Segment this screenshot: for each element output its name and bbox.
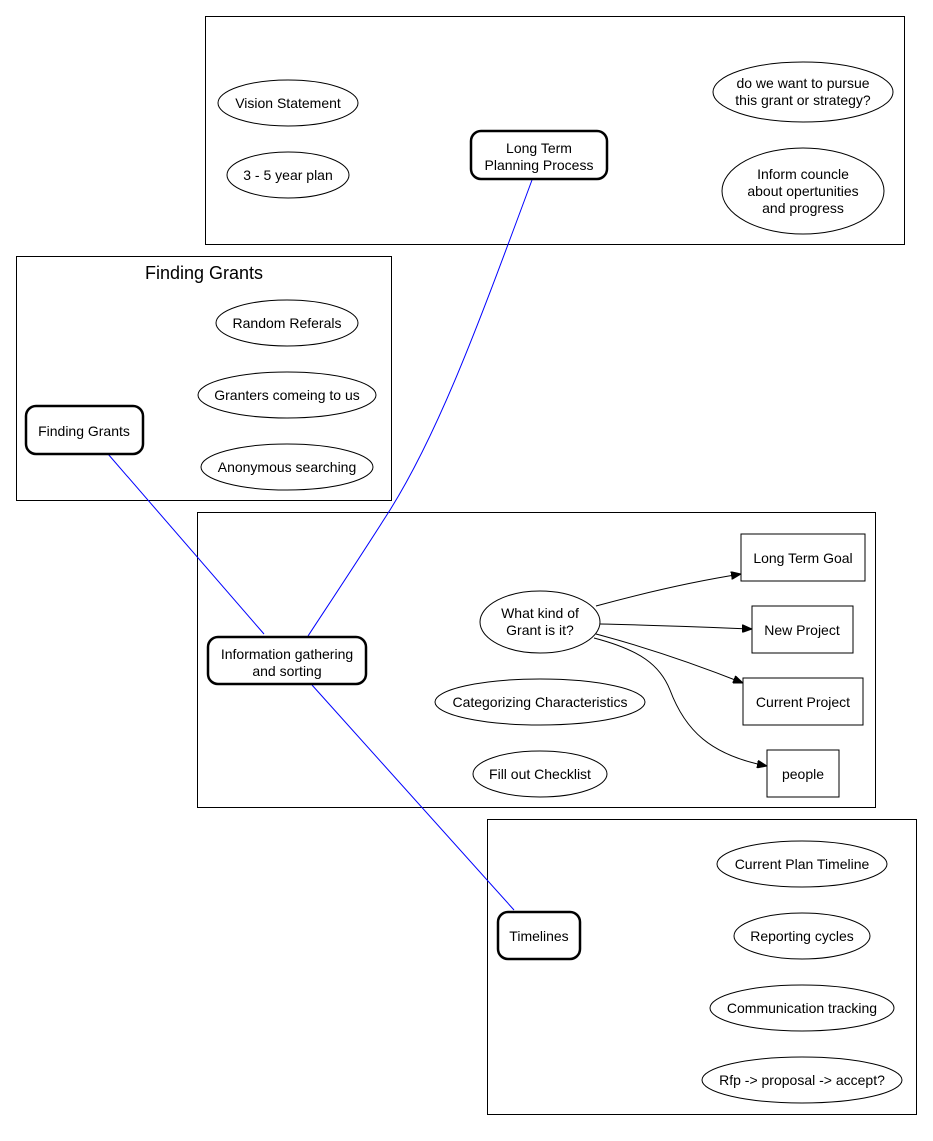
people-node[interactable]: people xyxy=(766,749,840,798)
pursue-grant-label-line-2: this grant or strategy? xyxy=(735,92,871,108)
fill-out-checklist-node[interactable]: Fill out Checklist xyxy=(472,750,608,798)
granters-coming-label: Granters comeing to us xyxy=(214,387,360,403)
finding-grants-hub-node[interactable]: Finding Grants xyxy=(24,404,145,456)
planning-hub-label-line-1: Long Term xyxy=(506,140,572,156)
arrow-to-current-project xyxy=(595,633,743,683)
grant-kind-question-label-line-1: What kind of xyxy=(501,605,579,621)
arrow-to-long-term-goal xyxy=(595,574,741,607)
info-gathering-hub-label-line-2: and sorting xyxy=(252,663,321,679)
categorizing-characteristics-node[interactable]: Categorizing Characteristics xyxy=(434,678,646,726)
fill-out-checklist-label: Fill out Checklist xyxy=(489,766,591,782)
five-year-plan-node[interactable]: 3 - 5 year plan xyxy=(226,151,350,199)
pursue-grant-node[interactable]: do we want to pursue this grant or strat… xyxy=(712,61,894,123)
inform-council-label-line-2: about opertunities xyxy=(747,183,858,199)
current-plan-timeline-node[interactable]: Current Plan Timeline xyxy=(716,840,888,888)
people-label: people xyxy=(782,766,824,782)
granters-coming-node[interactable]: Granters comeing to us xyxy=(197,371,377,419)
new-project-label: New Project xyxy=(764,622,840,638)
vision-statement-node[interactable]: Vision Statement xyxy=(217,79,359,127)
anonymous-searching-label: Anonymous searching xyxy=(218,459,357,475)
long-term-goal-node[interactable]: Long Term Goal xyxy=(740,533,866,582)
grant-kind-question-node[interactable]: What kind of Grant is it? xyxy=(479,590,601,654)
cluster-info-frame xyxy=(197,512,876,808)
finding-grants-hub-label: Finding Grants xyxy=(38,423,130,439)
new-project-node[interactable]: New Project xyxy=(751,605,854,654)
communication-tracking-label: Communication tracking xyxy=(727,1000,877,1016)
reporting-cycles-node[interactable]: Reporting cycles xyxy=(733,912,871,960)
random-referrals-label: Random Referals xyxy=(233,315,342,331)
cluster-timelines-frame xyxy=(487,819,917,1115)
long-term-goal-label: Long Term Goal xyxy=(753,550,852,566)
communication-tracking-node[interactable]: Communication tracking xyxy=(709,984,895,1032)
inform-council-label-line-3: and progress xyxy=(762,200,844,216)
reporting-cycles-label: Reporting cycles xyxy=(750,928,854,944)
categorizing-characteristics-label: Categorizing Characteristics xyxy=(452,694,627,710)
anonymous-searching-node[interactable]: Anonymous searching xyxy=(200,443,374,491)
grant-kind-question-label-line-2: Grant is it? xyxy=(506,622,574,638)
planning-hub-label-line-2: Planning Process xyxy=(485,157,594,173)
rfp-proposal-accept-node[interactable]: Rfp -> proposal -> accept? xyxy=(701,1056,903,1104)
timelines-hub-label: Timelines xyxy=(509,928,568,944)
cluster-finding-frame xyxy=(16,256,392,501)
timelines-hub-node[interactable]: Timelines xyxy=(496,910,582,961)
vision-statement-label: Vision Statement xyxy=(235,95,341,111)
finding-grants-cluster-title: Finding Grants xyxy=(145,263,263,283)
rfp-proposal-accept-label: Rfp -> proposal -> accept? xyxy=(719,1072,885,1088)
edge-planning-to-info xyxy=(307,179,533,637)
cluster-planning-frame xyxy=(205,16,905,245)
current-project-label: Current Project xyxy=(756,694,850,710)
planning-hub-node[interactable]: Long Term Planning Process xyxy=(469,129,609,181)
inform-council-node[interactable]: Inform councle about opertunities and pr… xyxy=(721,147,885,235)
five-year-plan-label: 3 - 5 year plan xyxy=(243,167,333,183)
arrow-to-new-project xyxy=(599,623,752,629)
info-gathering-hub-node[interactable]: Information gathering and sorting xyxy=(206,635,368,686)
current-project-node[interactable]: Current Project xyxy=(742,677,864,726)
current-plan-timeline-label: Current Plan Timeline xyxy=(735,856,870,872)
edge-finding-to-info xyxy=(107,453,265,635)
pursue-grant-label-line-1: do we want to pursue xyxy=(736,75,869,91)
info-gathering-hub-label-line-1: Information gathering xyxy=(221,646,353,662)
edge-info-to-timelines xyxy=(311,684,515,911)
inform-council-label-line-1: Inform councle xyxy=(757,166,849,182)
arrow-to-people xyxy=(593,637,767,766)
random-referrals-node[interactable]: Random Referals xyxy=(215,299,359,347)
